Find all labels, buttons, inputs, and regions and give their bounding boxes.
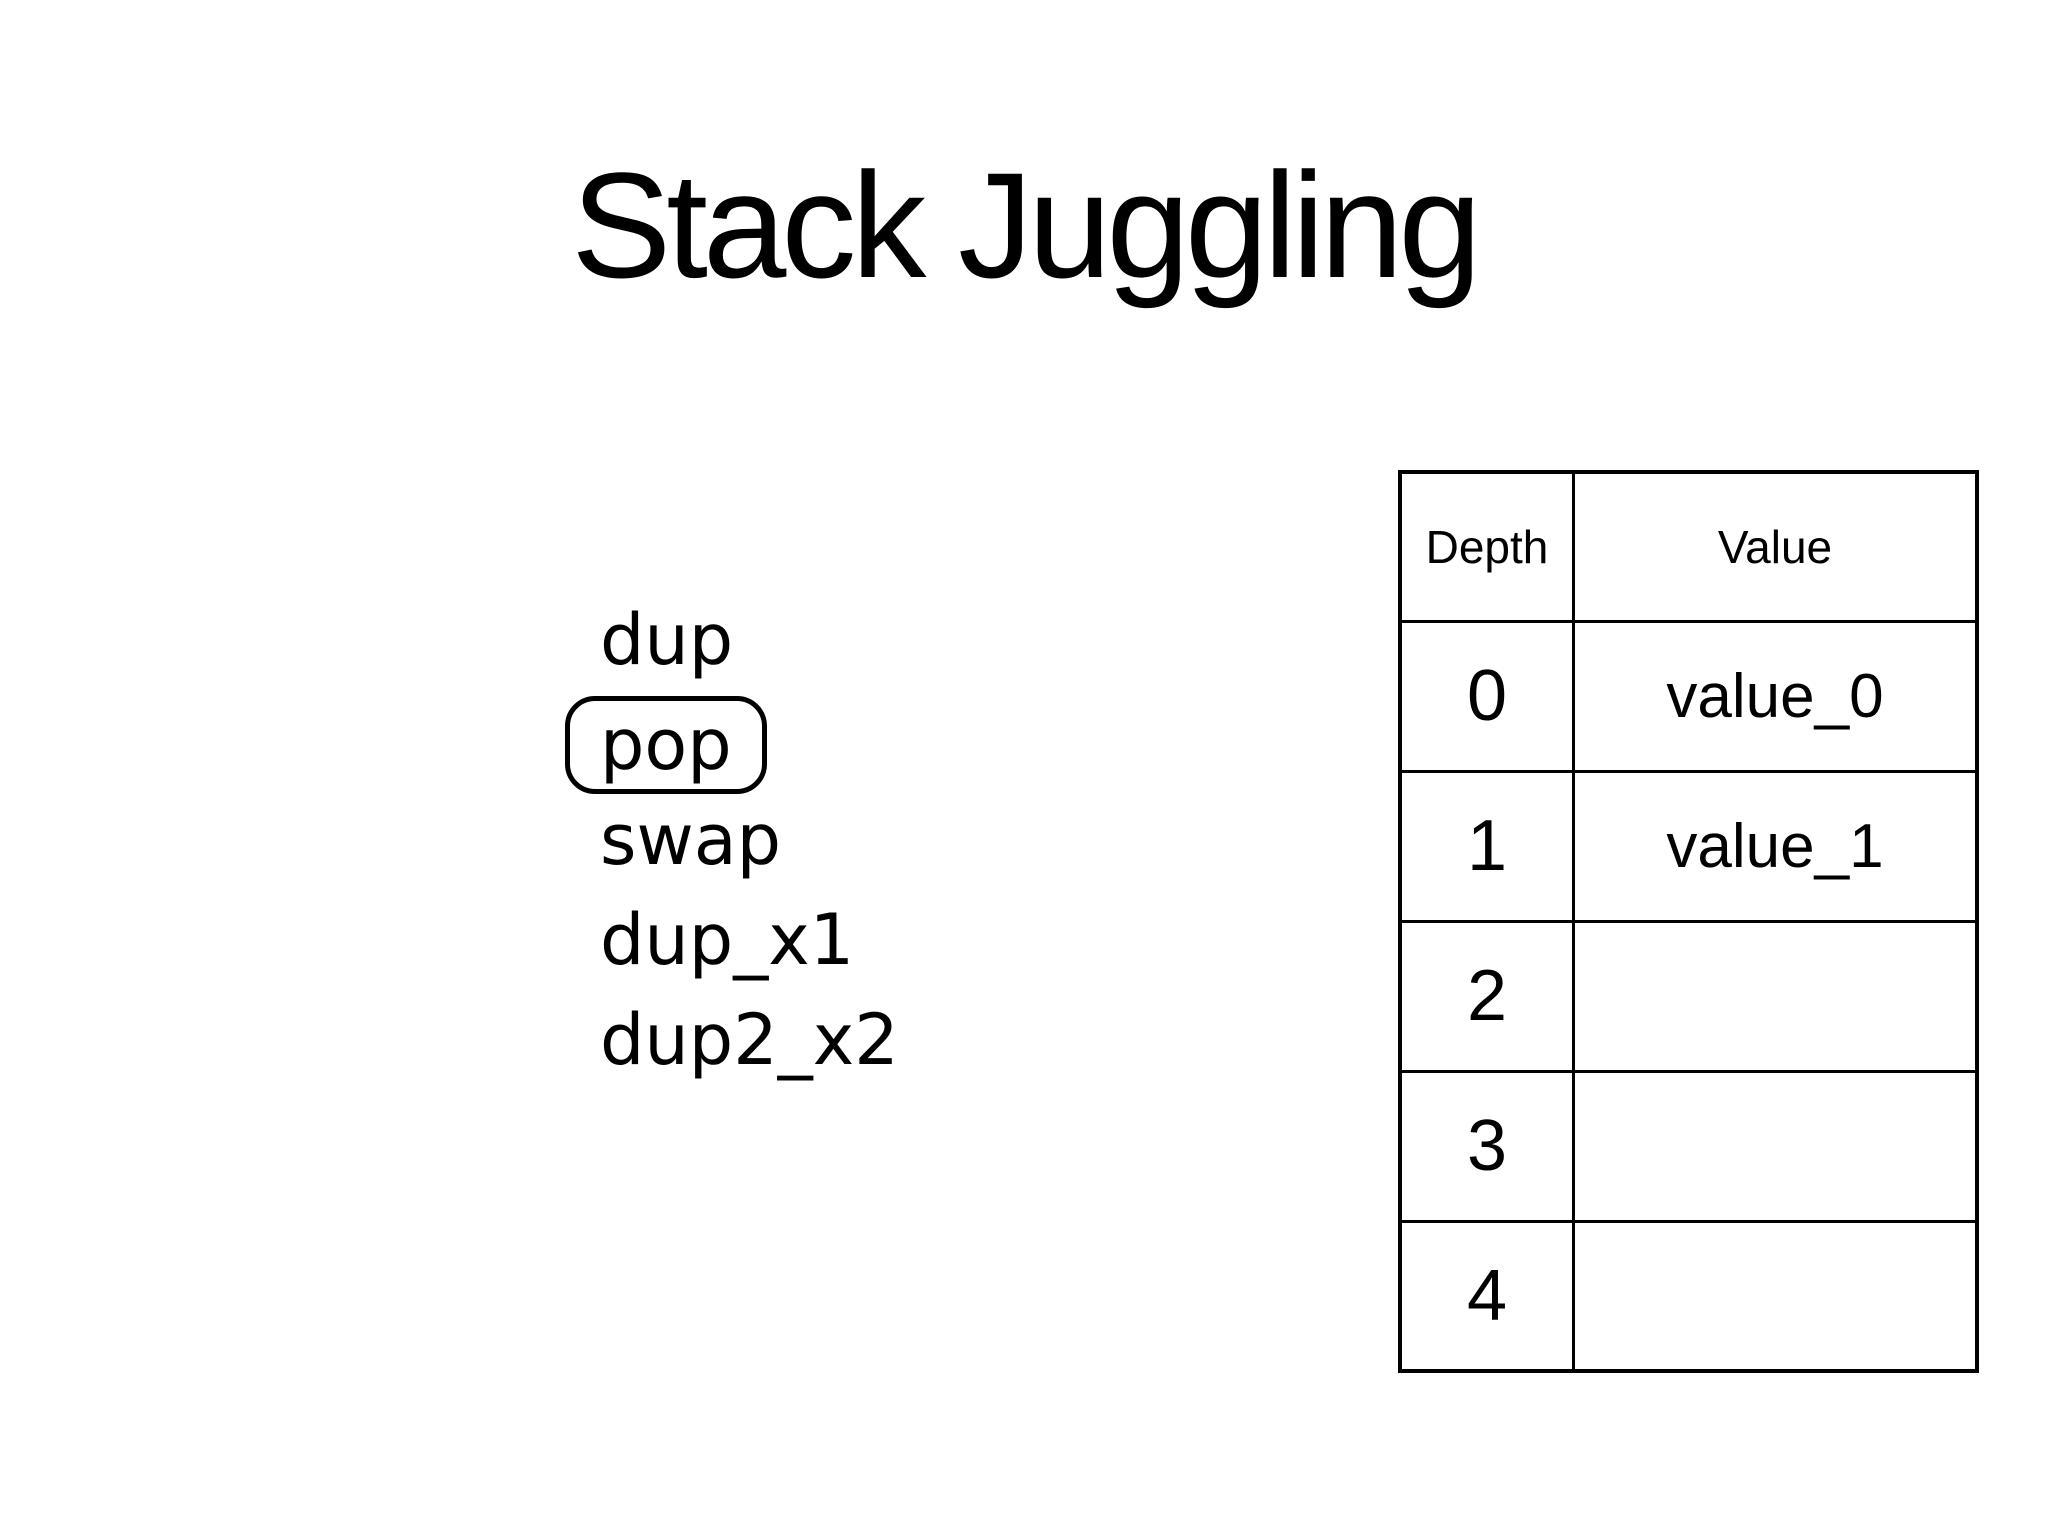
operation-item-pop: pop (565, 690, 899, 794)
operation-item-dup: dup (565, 590, 899, 690)
operation-label-dup: dup (600, 599, 734, 681)
value-cell-2 (1572, 919, 1979, 1073)
table-row: 0 value_0 (1398, 619, 1979, 773)
value-cell-0: value_0 (1572, 619, 1979, 773)
value-cell-1: value_1 (1572, 769, 1979, 923)
depth-column-header: Depth (1398, 470, 1575, 623)
highlight-box: pop (565, 695, 767, 794)
value-cell-4 (1572, 1219, 1979, 1373)
slide-title: Stack Juggling (571, 141, 1482, 309)
operation-list: dup pop swap dup_x1 dup2_x2 (565, 590, 899, 1090)
depth-cell-4: 4 (1398, 1219, 1575, 1373)
table-header-row: Depth Value (1398, 470, 1979, 623)
table-row: 4 (1398, 1219, 1979, 1373)
operation-label-dup2_x2: dup2_x2 (600, 999, 899, 1081)
operation-label-dup_x1: dup_x1 (600, 899, 855, 981)
table-row: 2 (1398, 919, 1979, 1073)
table-row: 1 value_1 (1398, 769, 1979, 923)
operation-item-swap: swap (565, 790, 899, 890)
depth-cell-3: 3 (1398, 1069, 1575, 1223)
operation-item-dup2_x2: dup2_x2 (565, 990, 899, 1090)
depth-cell-1: 1 (1398, 769, 1575, 923)
value-column-header: Value (1572, 470, 1979, 623)
stack-table: Depth Value 0 value_0 1 value_1 2 3 4 (1398, 470, 1979, 1373)
depth-cell-0: 0 (1398, 619, 1575, 773)
depth-cell-2: 2 (1398, 919, 1575, 1073)
operation-label-swap: swap (600, 799, 782, 881)
table-row: 3 (1398, 1069, 1979, 1223)
operation-item-dup_x1: dup_x1 (565, 890, 899, 990)
value-cell-3 (1572, 1069, 1979, 1223)
